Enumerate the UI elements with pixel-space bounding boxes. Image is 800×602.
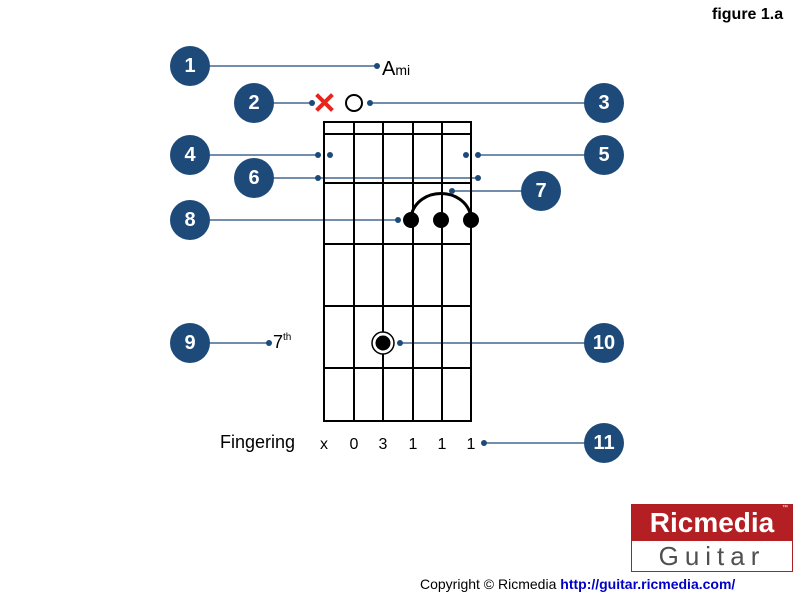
copyright-link[interactable]: http://guitar.ricmedia.com/ bbox=[560, 576, 736, 592]
fingering-value: 1 bbox=[466, 436, 476, 453]
fret-number: 7 bbox=[273, 332, 284, 352]
finger-dot-icon bbox=[403, 212, 419, 228]
callout-badge: 3 bbox=[584, 83, 624, 123]
fret-position-label: 7th bbox=[273, 332, 291, 353]
copyright-text: Copyright © Ricmedia bbox=[420, 576, 557, 592]
fingering-label: Fingering bbox=[220, 432, 296, 452]
figure-label: figure 1.a bbox=[712, 6, 784, 23]
callout-badge: 11 bbox=[584, 423, 624, 463]
callout-badge: 4 bbox=[170, 135, 210, 175]
position-dot-inner bbox=[375, 335, 391, 351]
callout-badge: 8 bbox=[170, 200, 210, 240]
chord-root: A bbox=[382, 58, 396, 80]
fingering-value: x bbox=[320, 436, 328, 453]
open-circle-icon bbox=[345, 94, 363, 112]
fingering-value: 1 bbox=[437, 436, 447, 453]
chord-quality: mi bbox=[395, 62, 411, 78]
x-mark-icon bbox=[315, 93, 334, 112]
fret-suffix: th bbox=[283, 332, 292, 343]
leader-endpoints bbox=[266, 63, 487, 446]
fretboard bbox=[323, 121, 472, 422]
finger-dot-icon bbox=[463, 212, 479, 228]
finger-dot-icon bbox=[433, 212, 449, 228]
chord-name: Ami bbox=[382, 58, 410, 81]
callout-badge: 7 bbox=[521, 171, 561, 211]
callout-badge: 6 bbox=[234, 158, 274, 198]
callout-badge: 10 bbox=[584, 323, 624, 363]
fingering-value: 3 bbox=[378, 436, 388, 453]
fingering-value: 0 bbox=[349, 436, 359, 453]
barre-arc-icon bbox=[409, 192, 473, 217]
logo-line-1: Ricmedia bbox=[632, 505, 792, 541]
copyright-line: Copyright © Ricmedia http://guitar.ricme… bbox=[420, 576, 735, 592]
callout-badge: 9 bbox=[170, 323, 210, 363]
fingering-value: 1 bbox=[408, 436, 418, 453]
callout-badge: 1 bbox=[170, 46, 210, 86]
logo-line-2: Guitar bbox=[658, 541, 766, 571]
leader-lines bbox=[190, 65, 604, 444]
ricmedia-guitar-logo: Ricmedia Guitar ™ bbox=[631, 504, 793, 572]
callout-badge: 5 bbox=[584, 135, 624, 175]
callout-badge: 2 bbox=[234, 83, 274, 123]
logo-trademark: ™ bbox=[782, 505, 788, 511]
fretboard-outline bbox=[323, 121, 472, 422]
